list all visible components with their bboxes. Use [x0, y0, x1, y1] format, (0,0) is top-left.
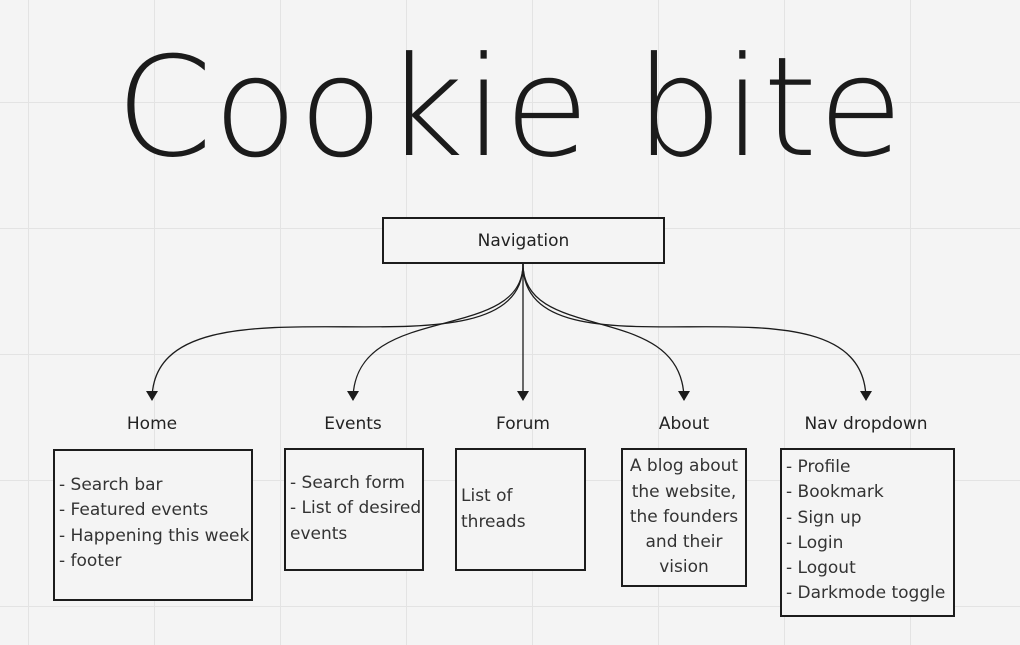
- branch-label-forum: Forum: [496, 414, 550, 434]
- list-item: - Darkmode toggle: [786, 583, 946, 604]
- forum-text: List of threads: [461, 486, 526, 532]
- list-item: - Featured events: [59, 500, 209, 521]
- list-item: - footer: [59, 550, 122, 571]
- connector-events: [347, 263, 524, 401]
- about-card: A blog about the website, the founders a…: [621, 448, 747, 587]
- home-card: - Search bar - Featured events - Happeni…: [53, 449, 253, 601]
- connector-about: [522, 263, 690, 401]
- events-card: - Search form - List of desired events: [284, 448, 424, 571]
- list-item: - Bookmark: [786, 482, 884, 503]
- list-item: - List of desired: [290, 498, 422, 519]
- list-item: - Sign up: [786, 507, 862, 528]
- list-item: - Login: [786, 532, 844, 553]
- connector-home: [146, 263, 524, 401]
- branch-label-home: Home: [126, 414, 178, 434]
- about-text: A blog about the website, the founders a…: [629, 456, 739, 578]
- branch-label-about: About: [658, 414, 710, 434]
- dropdown-card: - Profile - Bookmark - Sign up - Login -…: [780, 448, 955, 617]
- list-item: - Logout: [786, 558, 856, 579]
- list-item: - Profile: [786, 457, 851, 477]
- list-item: - Happening this week: [59, 525, 250, 546]
- events-items: - Search form - List of desired events: [290, 471, 422, 547]
- branch-label-dropdown: Nav dropdown: [804, 414, 928, 434]
- navigation-node-label: Navigation: [477, 230, 570, 251]
- list-item: - Search form: [290, 473, 405, 493]
- dropdown-items: - Profile - Bookmark - Sign up - Login -…: [786, 455, 949, 607]
- branch-label-events: Events: [324, 414, 382, 434]
- navigation-node: Navigation: [382, 217, 665, 264]
- forum-card: List of threads: [455, 448, 586, 571]
- diagram-title: Cookie bite: [115, 27, 905, 188]
- list-item: - Search bar: [59, 475, 163, 495]
- list-item: events: [290, 523, 348, 544]
- home-items: - Search bar - Featured events - Happeni…: [59, 473, 250, 574]
- connector-dropdown: [522, 263, 872, 401]
